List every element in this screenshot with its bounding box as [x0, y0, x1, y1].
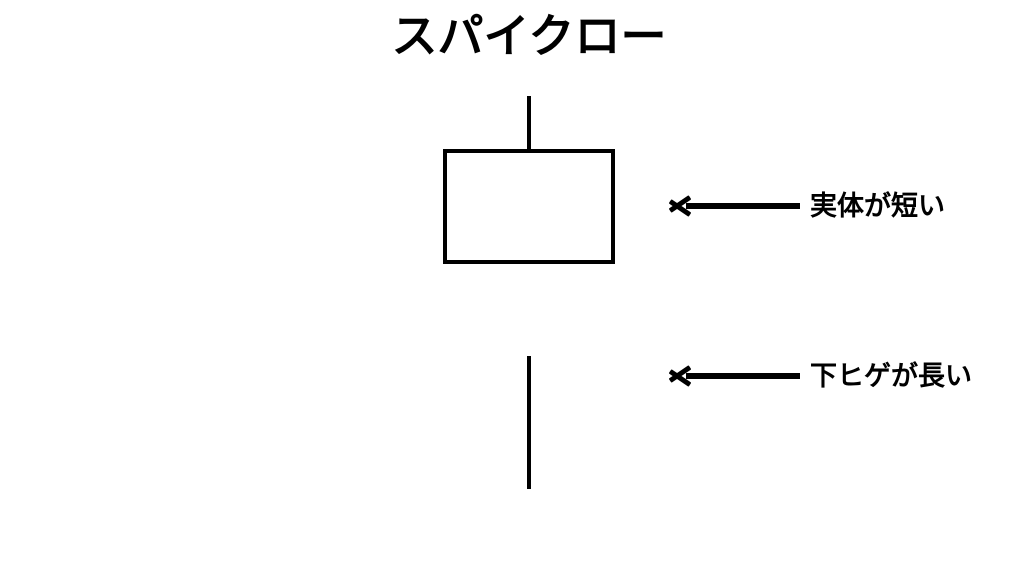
annotation-short-body: 実体が短い — [670, 186, 945, 226]
page-title: スパイクロー — [391, 10, 667, 62]
annotation-label-long-lower-wick: 下ヒゲが長い — [810, 360, 972, 391]
lower-wick — [527, 356, 531, 489]
arrow-shaft — [686, 203, 800, 209]
candlestick-figure — [443, 96, 615, 489]
left-arrow-icon — [670, 195, 800, 217]
arrow-shaft — [686, 373, 800, 379]
upper-wick — [527, 96, 531, 149]
annotation-label-short-body: 実体が短い — [810, 190, 945, 221]
left-arrow-icon — [670, 365, 800, 387]
annotation-long-lower-wick: 下ヒゲが長い — [670, 356, 972, 396]
candle-body — [443, 149, 615, 264]
